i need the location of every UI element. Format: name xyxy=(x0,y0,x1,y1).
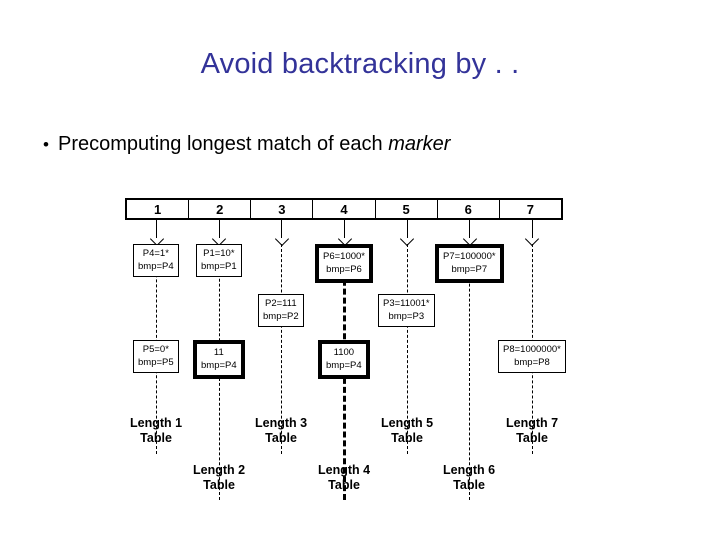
column-connector-1 xyxy=(156,220,158,238)
box-p8-prefix: P8=1000000* xyxy=(503,344,561,355)
bullet-text-plain: Precomputing longest match of each xyxy=(58,133,389,155)
box-p2-prefix: P2=111 xyxy=(265,298,297,309)
caption-length-2: Length 2 Table xyxy=(193,463,246,492)
box-p2: P2=111 bmp=P2 xyxy=(258,294,304,327)
box-p5: P5=0* bmp=P5 xyxy=(133,340,179,373)
header-cell-6: 6 xyxy=(438,200,500,218)
header-cell-7: 7 xyxy=(526,201,535,217)
box-p1-prefix: P1=10* xyxy=(203,248,235,259)
box-p3-prefix: P3=11001* xyxy=(383,298,430,309)
bullet-list-item: • Precomputing longest match of each mar… xyxy=(34,133,694,156)
column-connector-4 xyxy=(344,220,345,238)
header-cell-4: 4 xyxy=(313,200,376,218)
caption-length-6: Length 6 Table xyxy=(443,463,496,492)
box-p7-bmp: bmp=P7 xyxy=(451,264,488,275)
header-cell-3: 3 xyxy=(251,200,314,218)
box-p7-prefix: P7=100000* xyxy=(443,251,496,262)
box-11: 11 bmp=P4 xyxy=(193,340,245,379)
box-p1: P1=10* bmp=P1 xyxy=(196,244,242,277)
caption-length-7: Length 7 Table xyxy=(506,416,559,445)
box-1100-bmp: bmp=P4 xyxy=(326,360,362,371)
box-p3: P3=11001* bmp=P3 xyxy=(378,294,435,327)
box-p1-bmp: bmp=P1 xyxy=(201,261,237,272)
box-p8: P8=1000000* bmp=P8 xyxy=(498,340,566,373)
bullet-item-label: Precomputing longest match of each marke… xyxy=(58,133,450,156)
caption-length-1: Length 1 Table xyxy=(130,416,183,445)
caption-length-4: Length 4 Table xyxy=(318,463,371,492)
box-p6-bmp: bmp=P6 xyxy=(326,264,362,275)
bullet-point-icon: • xyxy=(43,135,49,154)
box-11-prefix: 11 xyxy=(213,347,224,358)
box-p4-bmp: bmp=P4 xyxy=(138,261,174,272)
header-cell-2: 2 xyxy=(189,200,252,218)
bullet-text-emphasis: marker xyxy=(388,133,451,155)
header-cell-5: 5 xyxy=(376,200,438,218)
box-p8-bmp: bmp=P8 xyxy=(514,357,550,368)
box-p7: P7=100000* bmp=P7 xyxy=(435,244,504,283)
column-spine-6 xyxy=(469,244,471,500)
box-p5-bmp: bmp=P5 xyxy=(138,357,174,368)
box-p6: P6=1000* bmp=P6 xyxy=(315,244,373,283)
column-spine-5 xyxy=(406,244,408,454)
caption-length-5: Length 5 Table xyxy=(381,416,434,445)
column-connector-5 xyxy=(406,220,408,238)
page-title: Avoid backtracking by . . xyxy=(200,48,520,80)
box-p5-prefix: P5=0* xyxy=(142,344,169,355)
box-p6-prefix: P6=1000* xyxy=(323,251,365,262)
header-cell-1: 1 xyxy=(127,200,190,218)
caption-length-3: Length 3 Table xyxy=(255,416,308,445)
box-p3-bmp: bmp=P3 xyxy=(388,311,425,322)
column-connector-6 xyxy=(469,220,471,238)
box-p4-prefix: P4=1* xyxy=(142,248,169,259)
column-connector-3 xyxy=(281,220,283,238)
box-1100-prefix: 1100 xyxy=(333,347,355,358)
box-p2-bmp: bmp=P2 xyxy=(263,311,299,322)
box-p4: P4=1* bmp=P4 xyxy=(133,244,179,277)
box-1100: 1100 bmp=P4 xyxy=(318,340,370,379)
column-connector-2 xyxy=(218,220,220,238)
box-11-bmp: bmp=P4 xyxy=(201,360,237,371)
column-connector-7 xyxy=(531,220,533,238)
column-spine-3 xyxy=(281,244,283,454)
